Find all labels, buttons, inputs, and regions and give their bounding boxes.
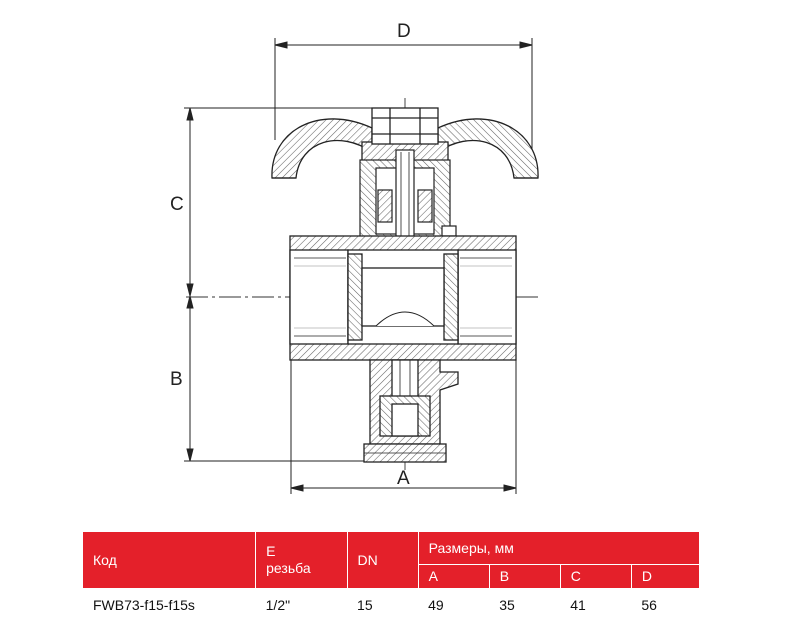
header-dn: DN bbox=[347, 532, 419, 589]
header-code: Код bbox=[83, 532, 257, 589]
dimension-a-label: A bbox=[397, 468, 410, 489]
butterfly-handle bbox=[271, 107, 539, 179]
header-c: C bbox=[560, 564, 632, 589]
ball-valve-drawing: D C B A bbox=[170, 21, 540, 494]
dimension-b-label: B bbox=[170, 369, 183, 390]
bonnet-stem bbox=[359, 149, 457, 263]
dimension-c-label: C bbox=[170, 194, 184, 215]
lower-cap bbox=[363, 359, 459, 463]
header-thread-line2: резьба bbox=[266, 559, 311, 576]
header-thread: E резьба bbox=[255, 532, 348, 589]
table-row: FWB73-f15-f15s 1/2" 15 49 35 41 56 bbox=[83, 588, 700, 619]
header-thread-line1: E bbox=[266, 542, 276, 559]
cell-a: 49 bbox=[428, 596, 444, 613]
dimension-a bbox=[290, 360, 517, 494]
cell-dn: 15 bbox=[357, 596, 373, 613]
cell-d: 56 bbox=[641, 596, 657, 613]
cell-code: FWB73-f15-f15s bbox=[93, 596, 195, 613]
cell-thread: 1/2" bbox=[265, 596, 291, 613]
valve-body bbox=[289, 235, 517, 361]
cell-b: 35 bbox=[499, 596, 515, 613]
header-d: D bbox=[631, 564, 701, 589]
dimension-c-b bbox=[184, 107, 400, 462]
header-sizes: Размеры, мм bbox=[418, 532, 701, 565]
dimension-d bbox=[274, 38, 533, 160]
cell-c: 41 bbox=[570, 596, 586, 613]
dimension-d-label: D bbox=[397, 21, 411, 42]
header-a: A bbox=[418, 564, 490, 589]
spec-table: Код E резьба DN Размеры, мм A B C D FWB7… bbox=[83, 532, 701, 619]
header-b: B bbox=[489, 564, 561, 589]
